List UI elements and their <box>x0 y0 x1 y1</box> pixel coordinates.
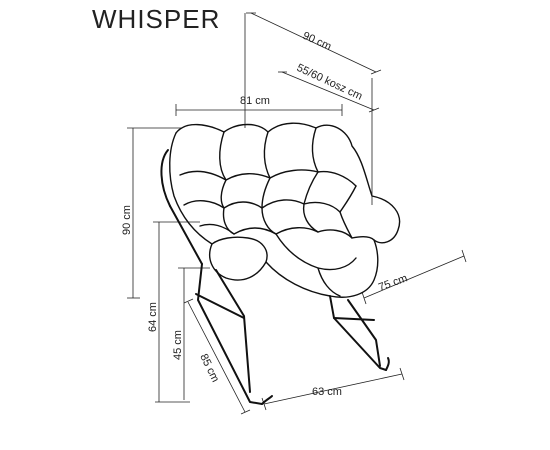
dim-height-total-label: 90 cm <box>121 205 133 235</box>
chair-icon <box>160 122 401 405</box>
dim-base-length-label: 85 cm <box>197 352 221 384</box>
dim-base-width-label: 63 cm <box>312 386 342 398</box>
dim-seat-depth: 55/60 kosz cm <box>278 62 380 113</box>
dim-depth-total: 90 cm <box>246 12 382 75</box>
dim-base-width: 63 cm <box>261 367 405 411</box>
dim-height-total: 90 cm <box>121 127 182 299</box>
dim-side-depth-label: 75 cm <box>377 272 409 294</box>
dim-depth-total-label: 90 cm <box>301 30 333 53</box>
dim-seat-depth-label: 55/60 kosz cm <box>295 62 364 103</box>
dim-width: 81 cm <box>175 95 343 116</box>
dim-seat-height: 45 cm <box>155 267 210 403</box>
dim-armrest-height-label: 64 cm <box>147 302 159 332</box>
dim-armrest-height: 64 cm <box>147 221 200 402</box>
product-title: WHISPER <box>92 4 221 34</box>
dim-width-label: 81 cm <box>240 95 270 107</box>
dim-seat-height-label: 45 cm <box>172 330 184 360</box>
